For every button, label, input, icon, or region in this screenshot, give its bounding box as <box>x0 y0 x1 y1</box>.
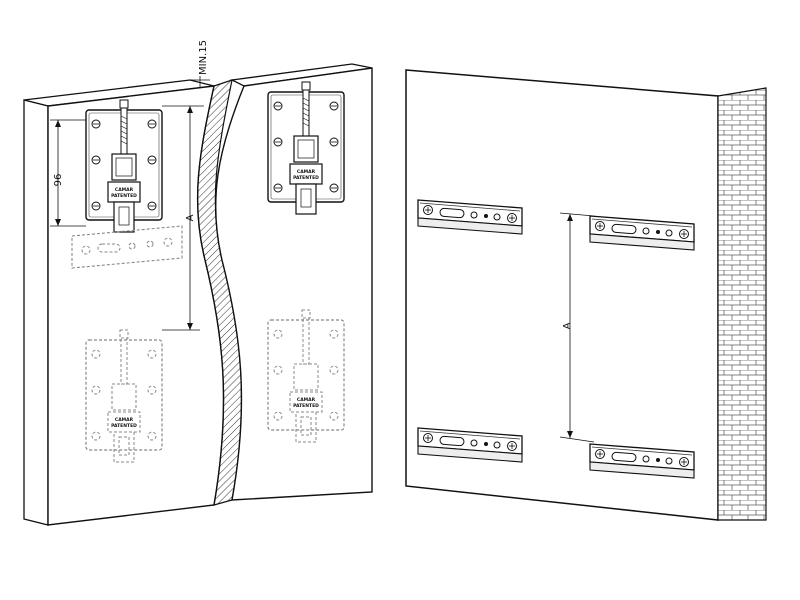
dimension-min15-label: MIN.15 <box>198 40 209 75</box>
hanger-patent: PATENTED <box>111 193 137 199</box>
dimension-a-label: A <box>185 214 196 221</box>
brick-wall <box>717 87 767 521</box>
hanger-brand-mid-ghost: CAMAR <box>297 397 316 403</box>
hanger-top-left: CAMAR PATENTED <box>85 99 163 233</box>
dimension-96 <box>50 119 86 227</box>
hanger-brand-ghost: CAMAR <box>115 417 134 423</box>
dimension-min15 <box>190 76 210 88</box>
dimension-a-wall <box>559 212 595 443</box>
hanger-patent-mid-ghost: PATENTED <box>293 403 319 409</box>
rail-ghost-top-left <box>71 225 183 269</box>
hanger-bottom-left-ghost: CAMAR PATENTED <box>85 329 163 463</box>
dimension-a-left <box>162 105 204 331</box>
hanger-patent-ghost: PATENTED <box>111 423 137 429</box>
hanger-brand-mid: CAMAR <box>297 169 316 175</box>
dimension-a-wall-label: A <box>562 322 573 329</box>
hanger-bottom-middle-ghost: CAMAR PATENTED <box>267 309 345 443</box>
hanger-brand: CAMAR <box>115 187 134 193</box>
dimension-96-label: 96 <box>53 174 64 187</box>
hanger-patent-mid: PATENTED <box>293 175 319 181</box>
hanger-top-middle: CAMAR PATENTED <box>267 81 345 215</box>
